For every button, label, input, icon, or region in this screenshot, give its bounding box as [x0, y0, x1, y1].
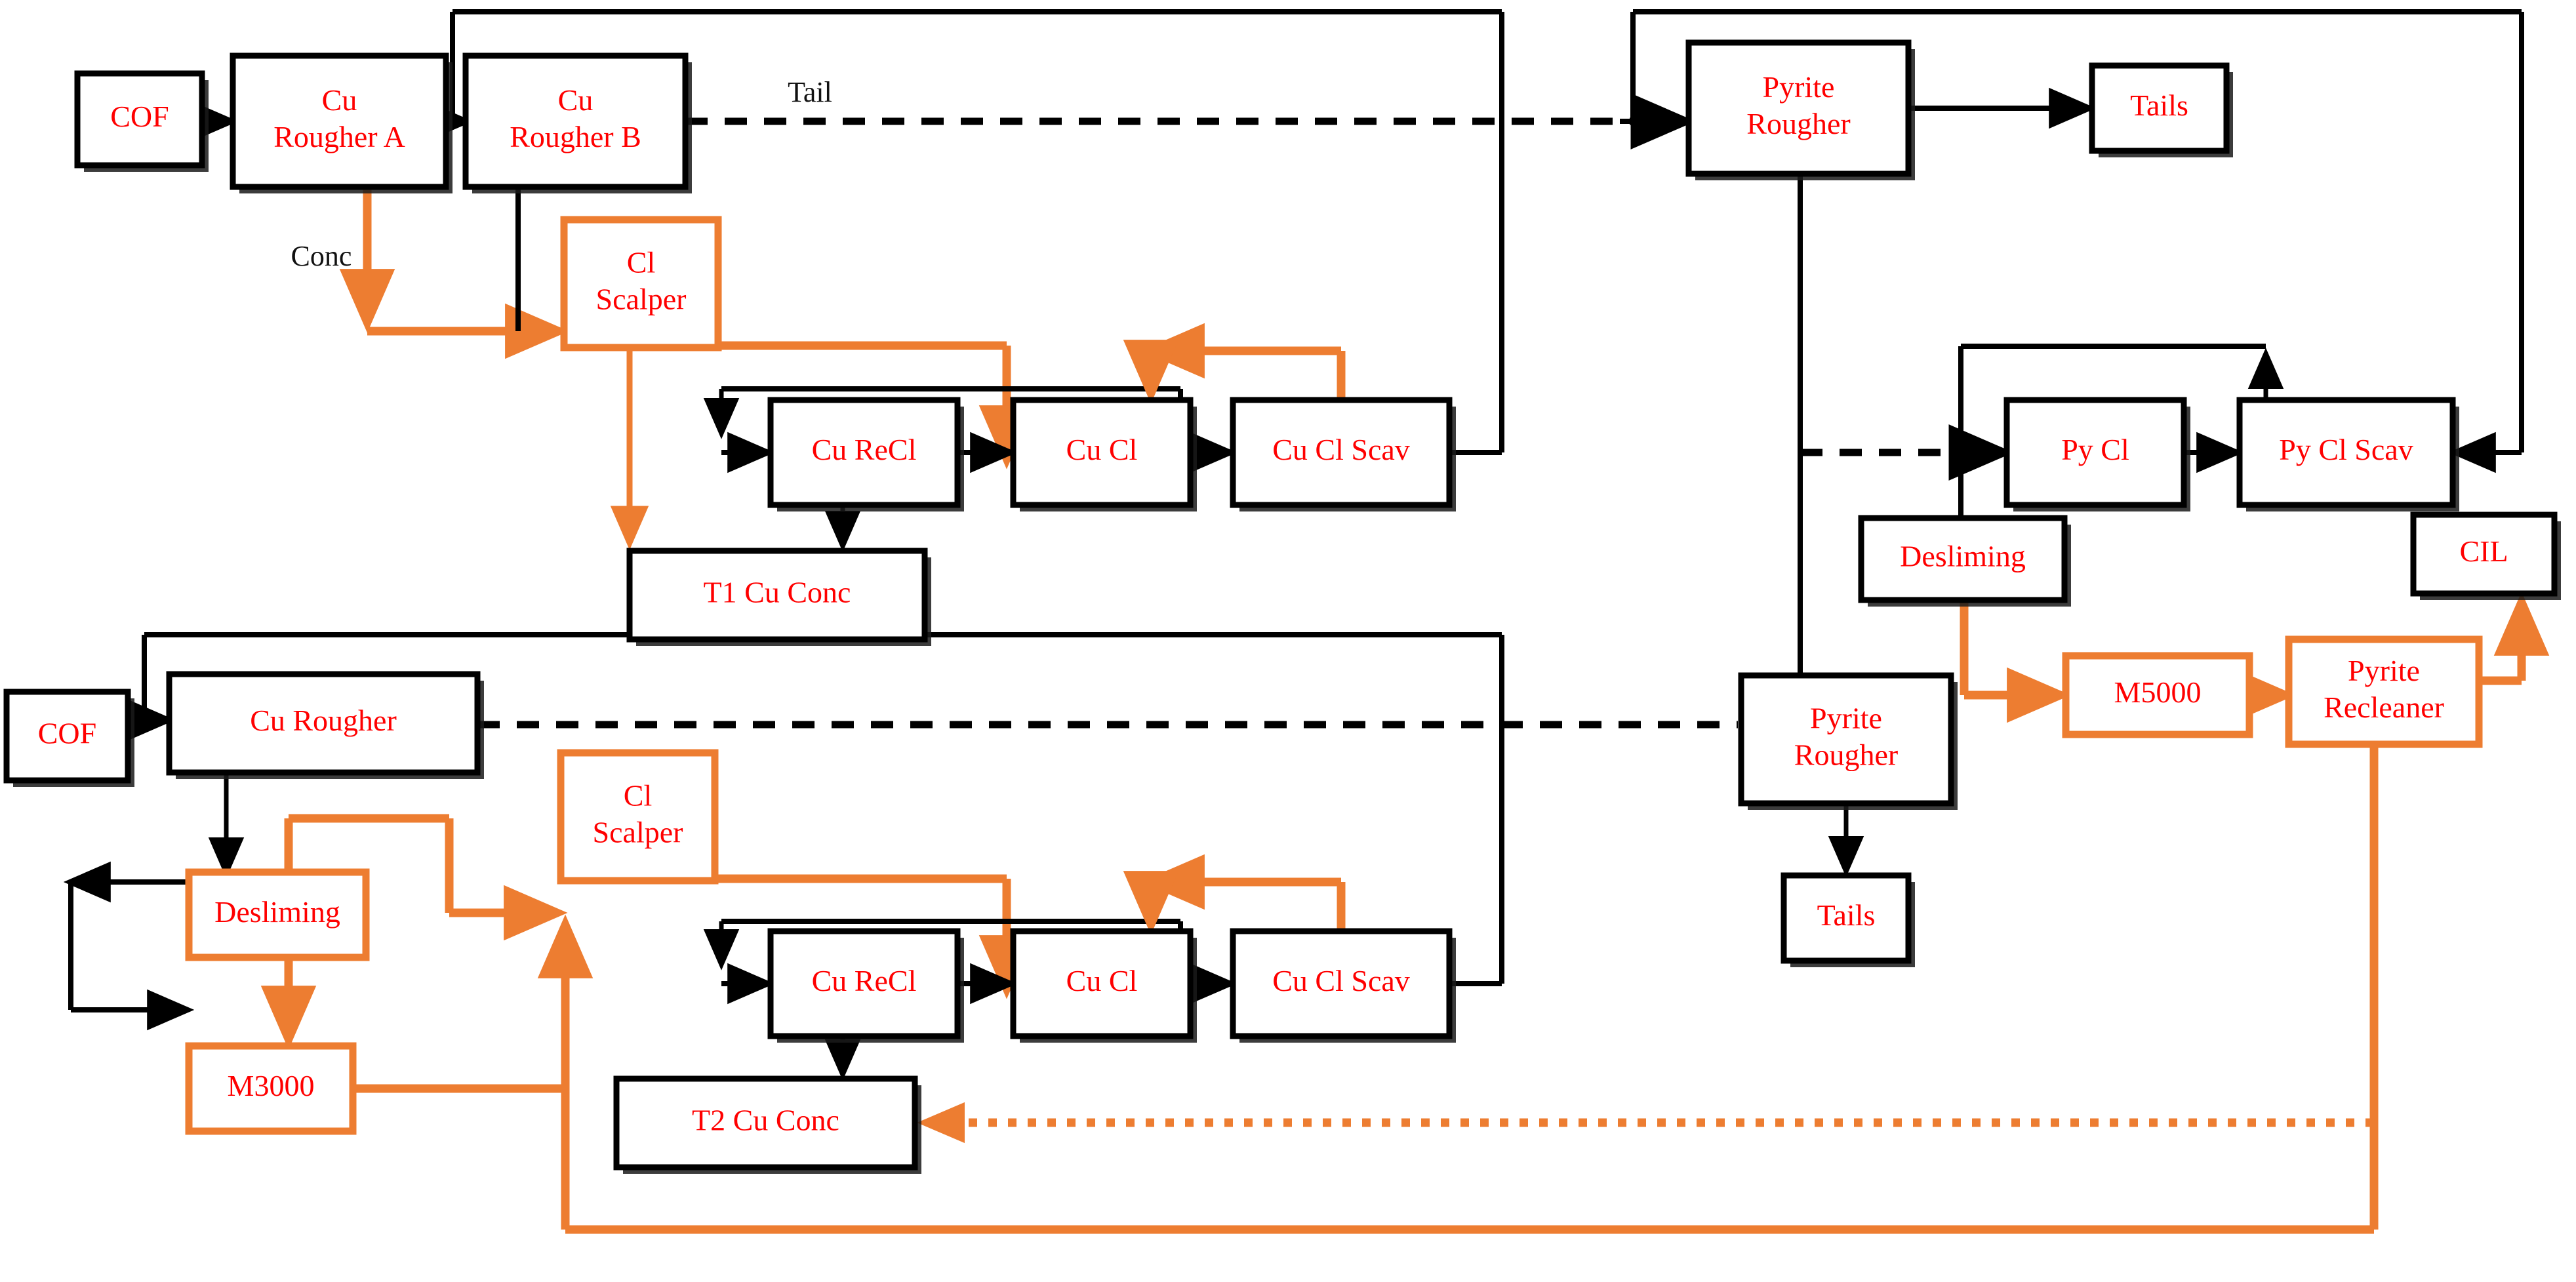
node-box[interactable] — [557, 749, 719, 885]
node-t2-cu-rougher[interactable]: Cu Rougher — [166, 671, 484, 779]
node-box[interactable] — [185, 868, 370, 961]
node-py-cl-scav[interactable]: Py Cl Scav — [2236, 397, 2459, 511]
node-box[interactable] — [767, 928, 961, 1039]
node-box[interactable] — [1738, 672, 1954, 807]
node-box[interactable] — [74, 70, 205, 169]
edge-label-t1-conc-label: Conc — [291, 240, 352, 272]
node-box[interactable] — [626, 548, 928, 643]
node-t2-cu-conc[interactable]: T2 Cu Conc — [613, 1075, 921, 1174]
node-t2-desliming[interactable]: Desliming — [185, 868, 370, 961]
node-py-desliming[interactable]: Desliming — [1858, 515, 2071, 607]
node-box[interactable] — [1781, 872, 1912, 964]
node-box[interactable] — [230, 52, 449, 190]
node-cil[interactable]: CIL — [2410, 511, 2561, 600]
node-py-tails-top[interactable]: Tails — [2089, 62, 2233, 157]
node-box[interactable] — [1010, 397, 1194, 508]
node-box[interactable] — [3, 689, 131, 784]
node-t1-cof[interactable]: COF — [74, 70, 209, 172]
node-box[interactable] — [185, 1042, 357, 1135]
node-box[interactable] — [1010, 928, 1194, 1039]
node-box[interactable] — [613, 1075, 918, 1171]
node-box[interactable] — [1230, 397, 1453, 508]
node-t2-cof[interactable]: COF — [3, 689, 134, 787]
node-m5000[interactable]: M5000 — [2062, 652, 2253, 738]
node-box[interactable] — [560, 216, 722, 351]
node-box[interactable] — [1230, 928, 1453, 1039]
node-t2-m3000[interactable]: M3000 — [185, 1042, 357, 1135]
node-t1-cu-cl-scav[interactable]: Cu Cl Scav — [1230, 397, 1456, 511]
node-t1-cu-recl[interactable]: Cu ReCl — [767, 397, 964, 511]
node-box[interactable] — [2003, 397, 2187, 508]
edge-label-t1-tail-label: Tail — [788, 76, 832, 108]
node-box[interactable] — [166, 671, 481, 776]
node-box[interactable] — [2062, 652, 2253, 738]
node-box[interactable] — [1858, 515, 2068, 603]
node-t1-cu-cl[interactable]: Cu Cl — [1010, 397, 1197, 511]
node-box[interactable] — [2236, 397, 2456, 508]
node-box[interactable] — [767, 397, 961, 508]
node-box[interactable] — [1685, 39, 1912, 177]
node-t2-cu-cl-scav[interactable]: Cu Cl Scav — [1230, 928, 1456, 1043]
node-box[interactable] — [2285, 635, 2483, 748]
node-box[interactable] — [2410, 511, 2558, 597]
node-t1-cu-conc[interactable]: T1 Cu Conc — [626, 548, 931, 646]
node-t2-cu-cl[interactable]: Cu Cl — [1010, 928, 1197, 1043]
node-box[interactable] — [2089, 62, 2230, 154]
node-t2-cu-recl[interactable]: Cu ReCl — [767, 928, 964, 1043]
node-box[interactable] — [462, 52, 689, 190]
node-py-cl[interactable]: Py Cl — [2003, 397, 2190, 511]
node-py-tails-bot[interactable]: Tails — [1781, 872, 1915, 967]
